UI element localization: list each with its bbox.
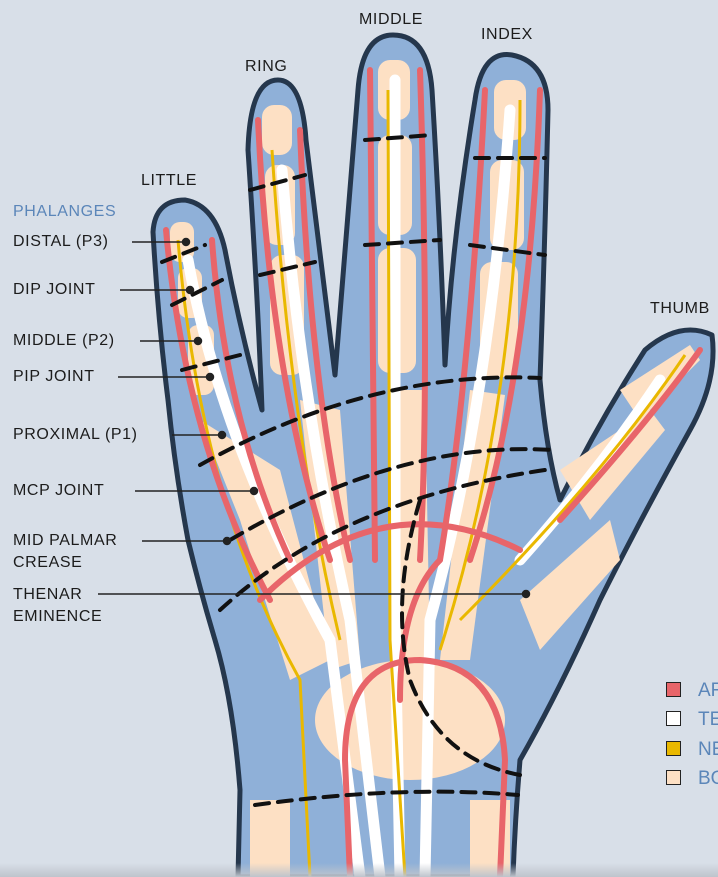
callout-proximal: PROXIMAL (P1) <box>13 426 138 444</box>
callout-mid-palmar-line1: MID PALMAR <box>13 530 117 552</box>
legend-label-bone: BO <box>698 768 718 790</box>
finger-label-middle: MIDDLE <box>359 11 423 29</box>
callout-thenar-line2: EMINENCE <box>13 606 102 628</box>
phalanges-heading: PHALANGES <box>13 203 116 221</box>
legend-label-tendon: TE <box>698 709 718 731</box>
legend-swatch-bone <box>666 770 681 785</box>
callout-distal: DISTAL (P3) <box>13 233 109 251</box>
finger-label-thumb: THUMB <box>650 300 710 318</box>
finger-label-ring: RING <box>245 58 287 76</box>
callout-pip-joint: PIP JOINT <box>13 368 95 386</box>
finger-label-little: LITTLE <box>141 172 197 190</box>
callout-mid-palmar-crease: MID PALMAR CREASE <box>13 530 117 574</box>
callout-middle: MIDDLE (P2) <box>13 332 115 350</box>
legend-item-nerve: NE <box>666 741 718 761</box>
legend-swatch-artery <box>666 682 681 697</box>
callout-thenar-line1: THENAR <box>13 584 102 606</box>
legend-item-artery: AR <box>666 682 718 702</box>
legend-item-bone: BO <box>666 770 718 790</box>
callout-mcp-joint: MCP JOINT <box>13 482 104 500</box>
bottom-fade <box>0 863 718 877</box>
legend-item-tendon: TE <box>666 711 718 731</box>
callout-dip-joint: DIP JOINT <box>13 281 95 299</box>
callout-mid-palmar-line2: CREASE <box>13 552 117 574</box>
legend-label-nerve: NE <box>698 739 718 761</box>
legend-label-artery: AR <box>698 680 718 702</box>
finger-label-index: INDEX <box>481 26 533 44</box>
legend-swatch-tendon <box>666 711 681 726</box>
legend-swatch-nerve <box>666 741 681 756</box>
callout-thenar-eminence: THENAR EMINENCE <box>13 584 102 628</box>
